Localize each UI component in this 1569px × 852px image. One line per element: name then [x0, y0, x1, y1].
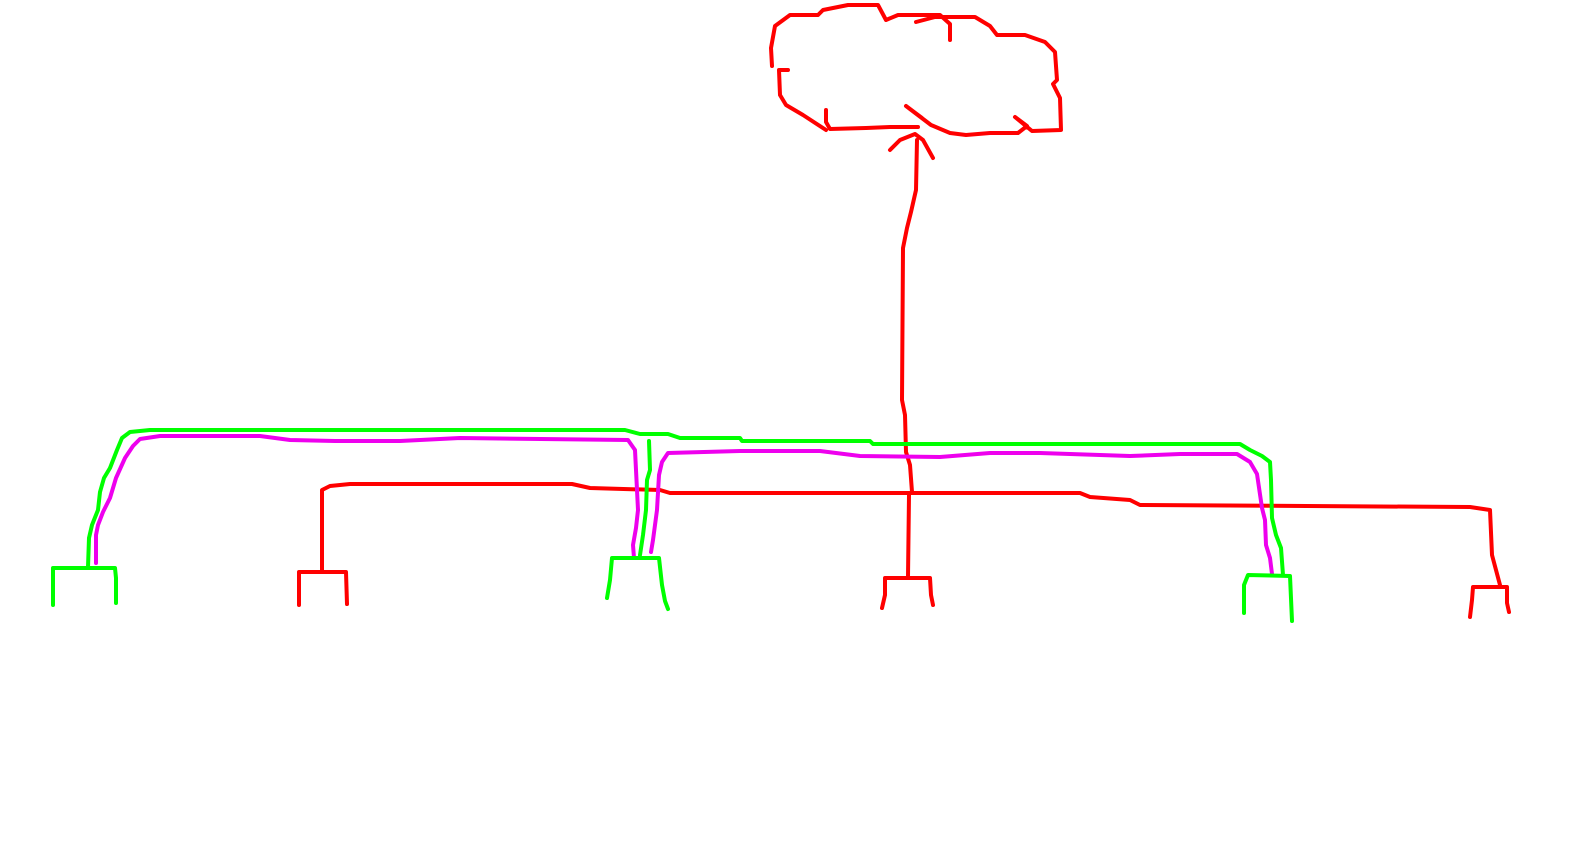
- cloud-shape: [769, 3, 1063, 160]
- red-drop-center: [906, 493, 911, 579]
- device-2: [297, 570, 349, 607]
- green-trunk-line: [86, 428, 1285, 577]
- device-3-shape: [605, 556, 670, 611]
- device-4: [880, 576, 935, 610]
- device-1: [51, 566, 118, 607]
- cloud-outline: [769, 3, 1063, 137]
- green-branch-center: [638, 439, 652, 557]
- device-2-shape: [297, 570, 349, 607]
- cloud-arrow-head: [888, 132, 935, 160]
- device-1-shape: [51, 566, 118, 607]
- device-4-shape: [880, 576, 935, 610]
- device-6-shape: [1468, 585, 1511, 619]
- magenta-link-right: [649, 449, 1274, 576]
- magenta-link-left: [94, 434, 640, 565]
- red-bus-line: [320, 482, 1502, 587]
- device-6: [1468, 585, 1511, 619]
- device-3: [605, 556, 670, 611]
- device-5-shape: [1242, 573, 1294, 623]
- device-5: [1242, 573, 1294, 623]
